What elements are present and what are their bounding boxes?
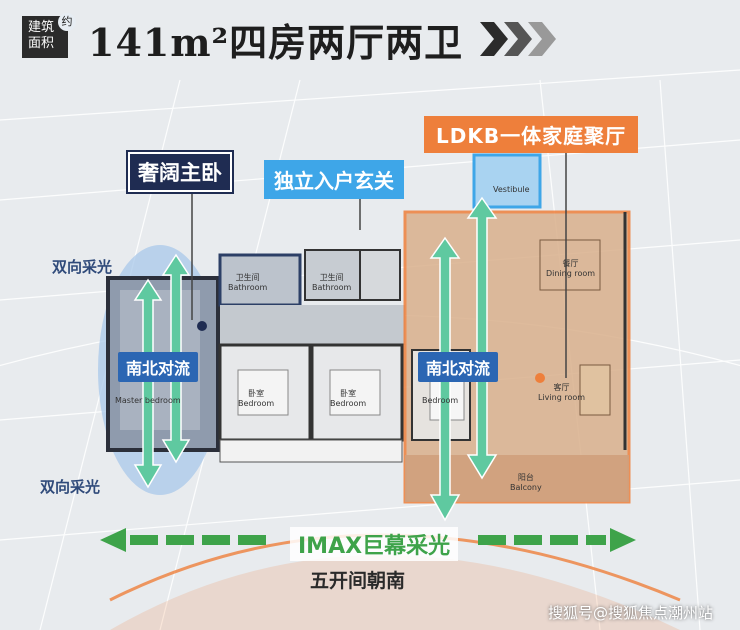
convection-left-badge: 南北对流 — [118, 352, 199, 382]
bathroom-2-cn: 卫生间 — [319, 273, 344, 282]
balcony-cn: 阳台 — [517, 473, 534, 482]
dining-cn: 餐厅 — [562, 259, 579, 268]
dining-label: 餐厅 Dining room — [546, 258, 595, 278]
area-tag-line2: 面积 — [28, 36, 55, 51]
bedroom-3-label: Bedroom — [422, 396, 459, 405]
bathroom-1-label: 卫生间 Bathroom — [228, 272, 267, 292]
chevrons-icon — [480, 22, 556, 56]
master-label: Master bedroom — [115, 396, 181, 405]
bedroom-2-label: 卧室 Bedroom — [330, 388, 366, 408]
bedroom-1-en: Bedroom — [238, 399, 275, 408]
living-cn: 客厅 — [553, 383, 570, 392]
bedroom-2-cn: 卧室 — [340, 389, 357, 398]
convection-right-badge: 南北对流 — [418, 352, 499, 382]
bathroom-1-en: Bathroom — [228, 283, 268, 292]
bathroom-2-en: Bathroom — [312, 283, 352, 292]
light-bottom-label: 双向采光 — [40, 478, 101, 496]
five-rooms-label: 五开间朝南 — [310, 570, 406, 592]
approx-badge: 约 — [58, 13, 76, 31]
page-title: 141m²四房两厅两卫 — [88, 20, 464, 65]
balcony-en: Balcony — [510, 483, 542, 492]
light-top-label: 双向采光 — [52, 258, 113, 276]
master-bedroom-callout: 奢阔主卧 — [126, 150, 234, 194]
balcony-label: 阳台 Balcony — [510, 472, 542, 492]
vestibule-label: Vestibule — [493, 185, 530, 194]
bedroom-2-en: Bedroom — [330, 399, 367, 408]
bathroom-2-label: 卫生间 Bathroom — [312, 272, 351, 292]
living-en: Living room — [538, 393, 586, 402]
imax-label: IMAX巨幕采光 — [290, 527, 459, 561]
area-tag: 建筑 面积 — [22, 16, 68, 58]
entrance-callout: 独立入户玄关 — [264, 160, 404, 199]
dining-en: Dining room — [546, 269, 596, 278]
bathroom-1-cn: 卫生间 — [235, 273, 260, 282]
living-label: 客厅 Living room — [538, 382, 585, 402]
bedroom-1-cn: 卧室 — [248, 389, 265, 398]
bedroom-1-label: 卧室 Bedroom — [238, 388, 274, 408]
watermark: 搜狐号@搜狐焦点潮州站 — [548, 604, 714, 622]
area-tag-line1: 建筑 — [28, 20, 55, 35]
ldkb-callout: LDKB一体家庭聚厅 — [424, 116, 639, 153]
